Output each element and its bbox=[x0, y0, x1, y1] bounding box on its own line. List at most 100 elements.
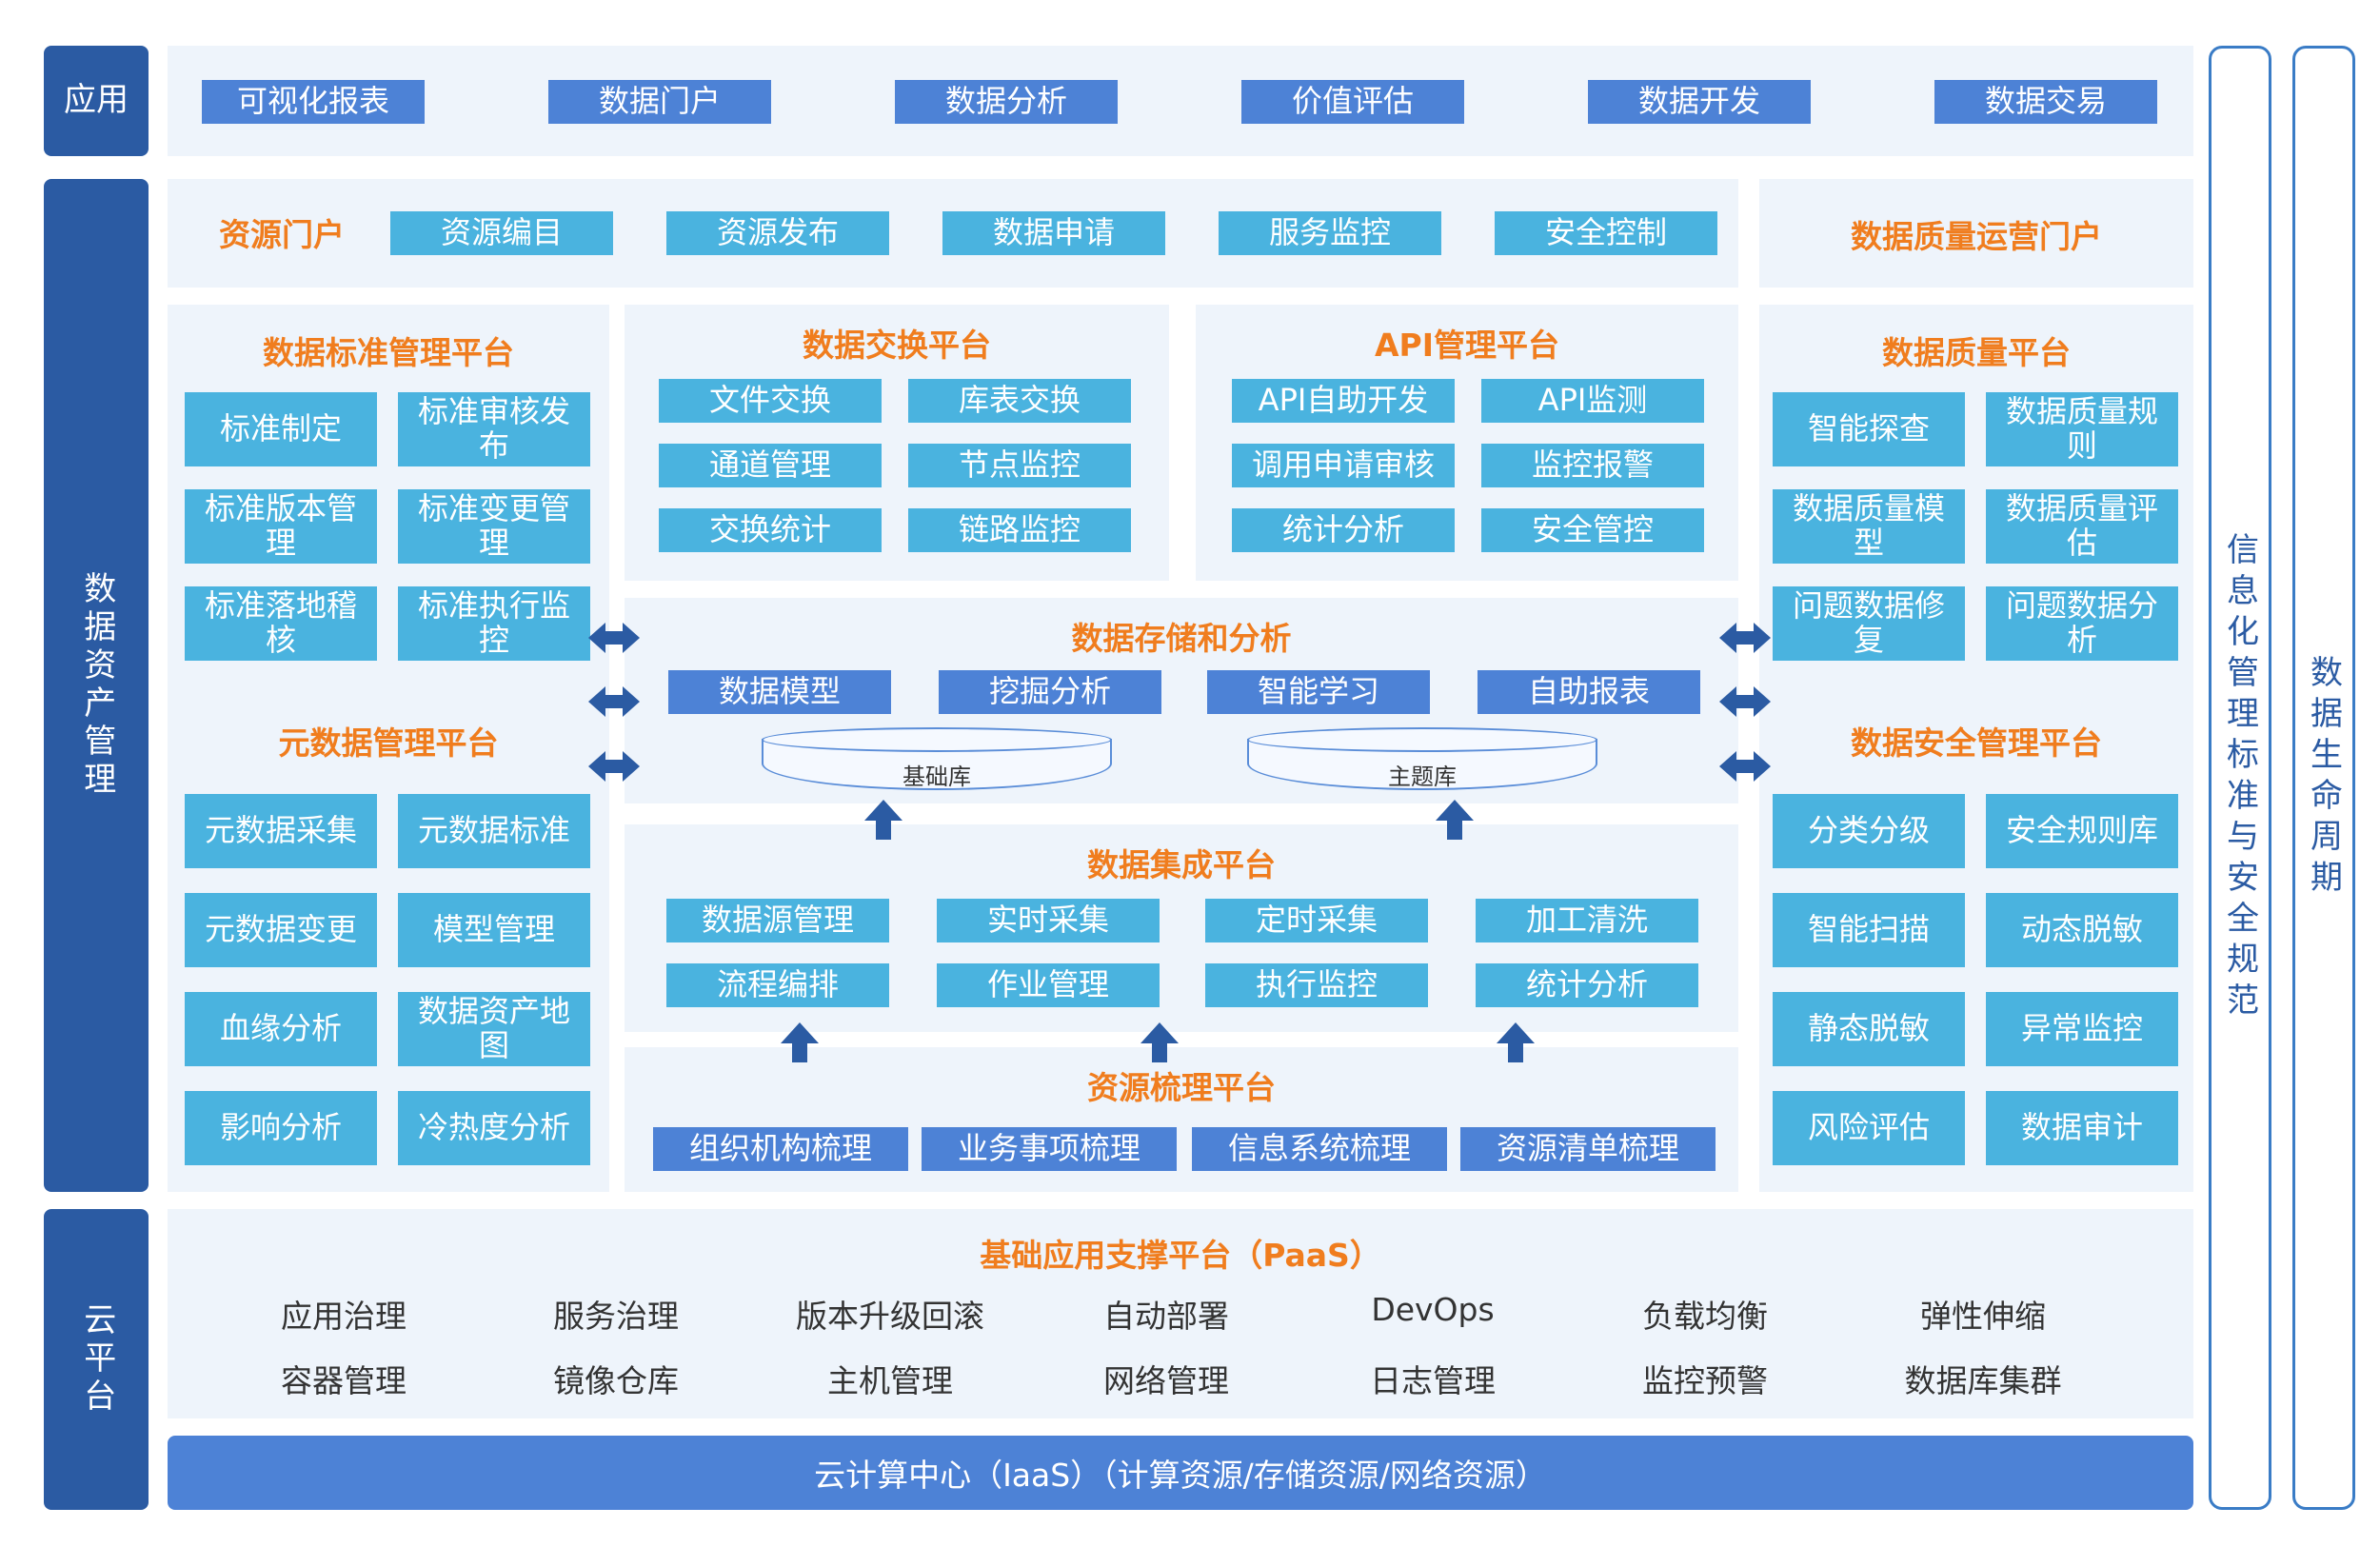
up-arrow-icon bbox=[1436, 800, 1474, 840]
integration-item-statistics[interactable]: 统计分析 bbox=[1476, 963, 1698, 1007]
side-label-asset-management: 数据资产管理 bbox=[44, 179, 149, 1192]
paas-item-devops: DevOps bbox=[1371, 1291, 1495, 1328]
resource-portal-panel: 资源门户 资源编目 资源发布 数据申请 服务监控 安全控制 bbox=[168, 179, 1738, 288]
metadata-item-collect[interactable]: 元数据采集 bbox=[185, 794, 377, 868]
paas-item-host: 主机管理 bbox=[827, 1362, 953, 1399]
portal-item-service-monitor[interactable]: 服务监控 bbox=[1219, 211, 1441, 255]
exchange-item-file[interactable]: 文件交换 bbox=[659, 379, 882, 423]
sorting-item-resource-list[interactable]: 资源清单梳理 bbox=[1460, 1127, 1716, 1171]
integration-item-scheduled[interactable]: 定时采集 bbox=[1205, 899, 1428, 942]
exchange-item-node-monitor[interactable]: 节点监控 bbox=[908, 444, 1131, 487]
sorting-platform-title: 资源梳理平台 bbox=[1087, 1069, 1276, 1106]
sorting-item-info-system[interactable]: 信息系统梳理 bbox=[1192, 1127, 1447, 1171]
metadata-item-asset-map[interactable]: 数据资产地图 bbox=[398, 992, 590, 1066]
metadata-item-lineage[interactable]: 血缘分析 bbox=[185, 992, 377, 1066]
up-arrow-icon bbox=[864, 800, 902, 840]
exchange-item-statistics[interactable]: 交换统计 bbox=[659, 508, 882, 552]
double-arrow-icon bbox=[588, 623, 640, 653]
quality-portal-panel: 数据质量运营门户 bbox=[1759, 179, 2193, 288]
storage-item-data-model[interactable]: 数据模型 bbox=[668, 670, 891, 714]
paas-item-app-governance: 应用治理 bbox=[281, 1298, 407, 1335]
api-item-monitoring[interactable]: API监测 bbox=[1481, 379, 1704, 423]
standard-item-change[interactable]: 标准变更管理 bbox=[398, 489, 590, 564]
quality-item-model[interactable]: 数据质量模型 bbox=[1773, 489, 1965, 564]
paas-item-alert: 监控预警 bbox=[1642, 1362, 1768, 1399]
storage-item-mining[interactable]: 挖掘分析 bbox=[939, 670, 1161, 714]
iaas-bar: 云计算中心（IaaS）（计算资源/存储资源/网络资源） bbox=[168, 1436, 2193, 1510]
quality-item-rules[interactable]: 数据质量规则 bbox=[1986, 392, 2178, 466]
standards-security-spec-box: 信息化管理标准与安全规范 bbox=[2209, 46, 2271, 1510]
exchange-item-table[interactable]: 库表交换 bbox=[908, 379, 1131, 423]
double-arrow-icon bbox=[1719, 751, 1771, 782]
paas-item-auto-deploy: 自动部署 bbox=[1103, 1298, 1229, 1335]
sorting-item-organization[interactable]: 组织机构梳理 bbox=[653, 1127, 908, 1171]
security-item-classification[interactable]: 分类分级 bbox=[1773, 794, 1965, 868]
storage-analysis-panel: 数据存储和分析 数据模型 挖掘分析 智能学习 自助报表 基础库 主题库 bbox=[625, 598, 1738, 803]
api-platform-title: API管理平台 bbox=[1374, 327, 1559, 364]
portal-item-data-request[interactable]: 数据申请 bbox=[942, 211, 1165, 255]
security-item-static-mask[interactable]: 静态脱敏 bbox=[1773, 992, 1965, 1066]
sorting-item-business[interactable]: 业务事项梳理 bbox=[922, 1127, 1177, 1171]
quality-item-analysis[interactable]: 问题数据分析 bbox=[1986, 586, 2178, 661]
standard-item-formulation[interactable]: 标准制定 bbox=[185, 392, 377, 466]
theme-database-top bbox=[1247, 727, 1597, 752]
metadata-item-hotness[interactable]: 冷热度分析 bbox=[398, 1091, 590, 1165]
integration-item-datasource[interactable]: 数据源管理 bbox=[666, 899, 889, 942]
api-item-self-dev[interactable]: API自助开发 bbox=[1232, 379, 1455, 423]
portal-item-resource-publish[interactable]: 资源发布 bbox=[666, 211, 889, 255]
standard-item-audit[interactable]: 标准落地稽核 bbox=[185, 586, 377, 661]
portal-item-resource-catalog[interactable]: 资源编目 bbox=[390, 211, 613, 255]
standard-item-review-publish[interactable]: 标准审核发布 bbox=[398, 392, 590, 466]
right-column-panel: 数据质量平台 智能探查 数据质量规则 数据质量模型 数据质量评估 问题数据修复 … bbox=[1759, 305, 2193, 1192]
security-item-dynamic-mask[interactable]: 动态脱敏 bbox=[1986, 893, 2178, 967]
side-label-cloud-platform: 云平台 bbox=[44, 1209, 149, 1510]
security-item-rule-library[interactable]: 安全规则库 bbox=[1986, 794, 2178, 868]
metadata-item-change[interactable]: 元数据变更 bbox=[185, 893, 377, 967]
quality-portal-title: 数据质量运营门户 bbox=[1851, 218, 2102, 255]
metadata-item-standard[interactable]: 元数据标准 bbox=[398, 794, 590, 868]
paas-item-db-cluster: 数据库集群 bbox=[1904, 1362, 2062, 1399]
app-item-data-portal[interactable]: 数据门户 bbox=[548, 80, 771, 124]
api-item-call-review[interactable]: 调用申请审核 bbox=[1232, 444, 1455, 487]
paas-item-log: 日志管理 bbox=[1370, 1362, 1496, 1399]
base-database-top bbox=[762, 727, 1112, 752]
paas-item-service-governance: 服务治理 bbox=[553, 1298, 679, 1335]
security-item-anomaly[interactable]: 异常监控 bbox=[1986, 992, 2178, 1066]
security-item-smart-scan[interactable]: 智能扫描 bbox=[1773, 893, 1965, 967]
up-arrow-icon bbox=[781, 1022, 819, 1062]
integration-item-cleaning[interactable]: 加工清洗 bbox=[1476, 899, 1698, 942]
app-item-data-analysis[interactable]: 数据分析 bbox=[895, 80, 1118, 124]
quality-item-repair[interactable]: 问题数据修复 bbox=[1773, 586, 1965, 661]
quality-platform-title: 数据质量平台 bbox=[1882, 334, 2071, 371]
app-item-data-trading[interactable]: 数据交易 bbox=[1934, 80, 2157, 124]
api-item-security[interactable]: 安全管控 bbox=[1481, 508, 1704, 552]
portal-item-security-control[interactable]: 安全控制 bbox=[1495, 211, 1717, 255]
paas-item-container: 容器管理 bbox=[281, 1362, 407, 1399]
app-item-visual-report[interactable]: 可视化报表 bbox=[202, 80, 425, 124]
standard-platform-title: 数据标准管理平台 bbox=[263, 334, 514, 371]
integration-item-exec-monitor[interactable]: 执行监控 bbox=[1205, 963, 1428, 1007]
integration-item-job[interactable]: 作业管理 bbox=[937, 963, 1160, 1007]
storage-item-self-report[interactable]: 自助报表 bbox=[1478, 670, 1700, 714]
api-item-statistics[interactable]: 统计分析 bbox=[1232, 508, 1455, 552]
api-item-alarm[interactable]: 监控报警 bbox=[1481, 444, 1704, 487]
standard-item-execution-monitor[interactable]: 标准执行监控 bbox=[398, 586, 590, 661]
metadata-item-model[interactable]: 模型管理 bbox=[398, 893, 590, 967]
standard-item-version[interactable]: 标准版本管理 bbox=[185, 489, 377, 564]
metadata-item-impact[interactable]: 影响分析 bbox=[185, 1091, 377, 1165]
integration-platform-panel: 数据集成平台 数据源管理 实时采集 定时采集 加工清洗 流程编排 作业管理 执行… bbox=[625, 824, 1738, 1032]
integration-item-orchestration[interactable]: 流程编排 bbox=[666, 963, 889, 1007]
quality-item-evaluation[interactable]: 数据质量评估 bbox=[1986, 489, 2178, 564]
app-item-value-assessment[interactable]: 价值评估 bbox=[1241, 80, 1464, 124]
security-item-audit[interactable]: 数据审计 bbox=[1986, 1091, 2178, 1165]
resource-portal-title: 资源门户 bbox=[219, 216, 345, 253]
quality-item-probe[interactable]: 智能探查 bbox=[1773, 392, 1965, 466]
exchange-item-channel[interactable]: 通道管理 bbox=[659, 444, 882, 487]
left-column-panel: 数据标准管理平台 标准制定 标准审核发布 标准版本管理 标准变更管理 标准落地稽… bbox=[168, 305, 609, 1192]
app-item-data-development[interactable]: 数据开发 bbox=[1588, 80, 1811, 124]
integration-item-realtime[interactable]: 实时采集 bbox=[937, 899, 1160, 942]
storage-item-smart-learning[interactable]: 智能学习 bbox=[1207, 670, 1430, 714]
security-item-risk[interactable]: 风险评估 bbox=[1773, 1091, 1965, 1165]
up-arrow-icon bbox=[1497, 1022, 1535, 1062]
exchange-item-link-monitor[interactable]: 链路监控 bbox=[908, 508, 1131, 552]
